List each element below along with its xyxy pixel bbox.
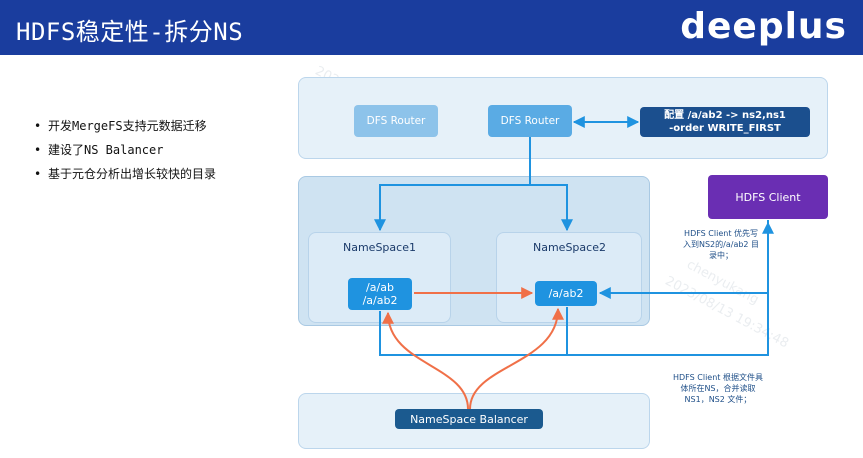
router-config-box: 配置 /a/ab2 -> ns2,ns1 -order WRITE_FIRST <box>640 107 810 137</box>
architecture-diagram: 2023/08/13 19:34:48 chenyukang 2023/08/1… <box>278 64 860 455</box>
namespace2-panel <box>496 232 642 323</box>
read-to-client-arrow <box>567 221 774 356</box>
diagram-connectors <box>374 116 774 410</box>
client-ns2-arrow <box>598 220 769 299</box>
write-note: HDFS Client 优先写 入到NS2的/a/ab2 目 录中； <box>683 229 760 260</box>
balancer-ns1-arrow <box>382 311 469 410</box>
namespace-balancer-box: NameSpace Balancer <box>395 409 543 429</box>
bullet-list: •开发MergeFS支持元数据迁移 •建设了NS Balancer •基于元仓分… <box>34 114 216 186</box>
namespace2-label: NameSpace2 <box>533 241 606 254</box>
deeplus-logo: deeplus <box>680 6 847 47</box>
ns1-path: /a/ab2 <box>362 294 398 307</box>
router-ns1-arrow <box>374 137 531 232</box>
config-line: 配置 /a/ab2 -> ns2,ns1 <box>664 110 786 121</box>
bullet-text: 基于元仓分析出增长较快的目录 <box>48 167 217 181</box>
dfs-router-right: DFS Router <box>488 105 572 137</box>
page-title: HDFS稳定性-拆分NS <box>16 18 244 46</box>
config-line: -order WRITE_FIRST <box>669 123 781 134</box>
ns-read-line <box>379 311 567 356</box>
bullet-item: •基于元仓分析出增长较快的目录 <box>34 167 217 181</box>
dfs-router-left: DFS Router <box>354 105 438 137</box>
hdfs-client-box: HDFS Client <box>708 175 828 219</box>
read-note: HDFS Client 根据文件具 体所在NS，合并读取 NS1，NS2 文件； <box>673 373 763 404</box>
balancer-ns2-arrow <box>469 307 564 410</box>
ns1-path-box: /a/ab /a/ab2 <box>348 278 412 310</box>
ns1-path: /a/ab <box>366 281 394 294</box>
ns2-path-box: /a/ab2 <box>535 281 597 306</box>
bullet-text: 开发MergeFS支持元数据迁移 <box>48 119 207 133</box>
bullet-item: •建设了NS Balancer <box>34 143 164 157</box>
namespace1-label: NameSpace1 <box>343 241 416 254</box>
bullet-text: 建设了NS Balancer <box>48 143 164 157</box>
router-ns2-arrow <box>530 184 573 232</box>
title-bar: HDFS稳定性-拆分NS deeplus <box>0 0 863 55</box>
bullet-item: •开发MergeFS支持元数据迁移 <box>34 119 207 133</box>
